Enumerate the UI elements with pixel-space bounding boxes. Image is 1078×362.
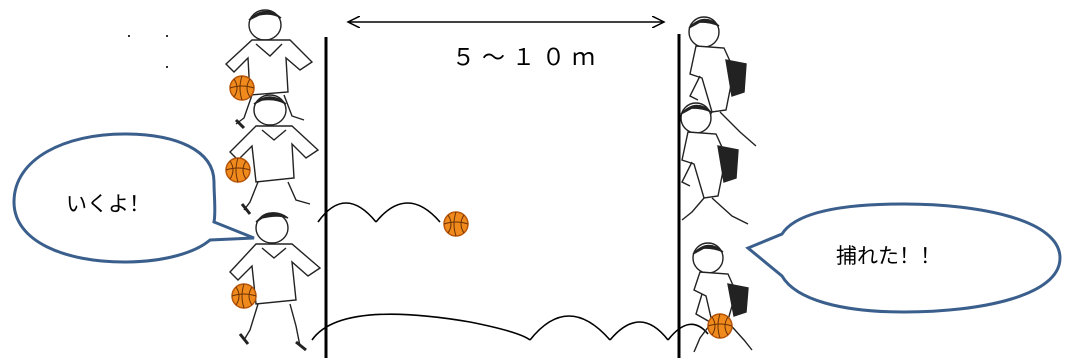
basketball-icon <box>225 157 251 183</box>
bounce-arcs-lower <box>311 313 709 341</box>
speech-left-text: いくよ！ <box>66 192 150 216</box>
child-dribbling-icon-3 <box>229 212 322 352</box>
speech-bubble-right <box>745 202 1062 314</box>
speech-right-text: 捕れた！！ <box>836 244 941 268</box>
child-dribbling-icon-2 <box>229 94 320 215</box>
basketball-icon <box>443 211 469 237</box>
child-ready-icon-2 <box>680 102 749 225</box>
child-dribbling-icon-1 <box>224 9 314 130</box>
basketball-icon <box>707 313 733 339</box>
stray-dots <box>128 35 168 68</box>
speech-bubble-left <box>12 132 255 264</box>
basketball-icon <box>229 75 255 101</box>
basketball-icon <box>231 283 257 309</box>
bounce-arcs-upper <box>317 202 441 223</box>
child-ready-icon-3 <box>692 242 753 353</box>
distance-label: ５～１０ｍ <box>452 45 602 71</box>
child-ready-icon-1 <box>688 16 757 147</box>
